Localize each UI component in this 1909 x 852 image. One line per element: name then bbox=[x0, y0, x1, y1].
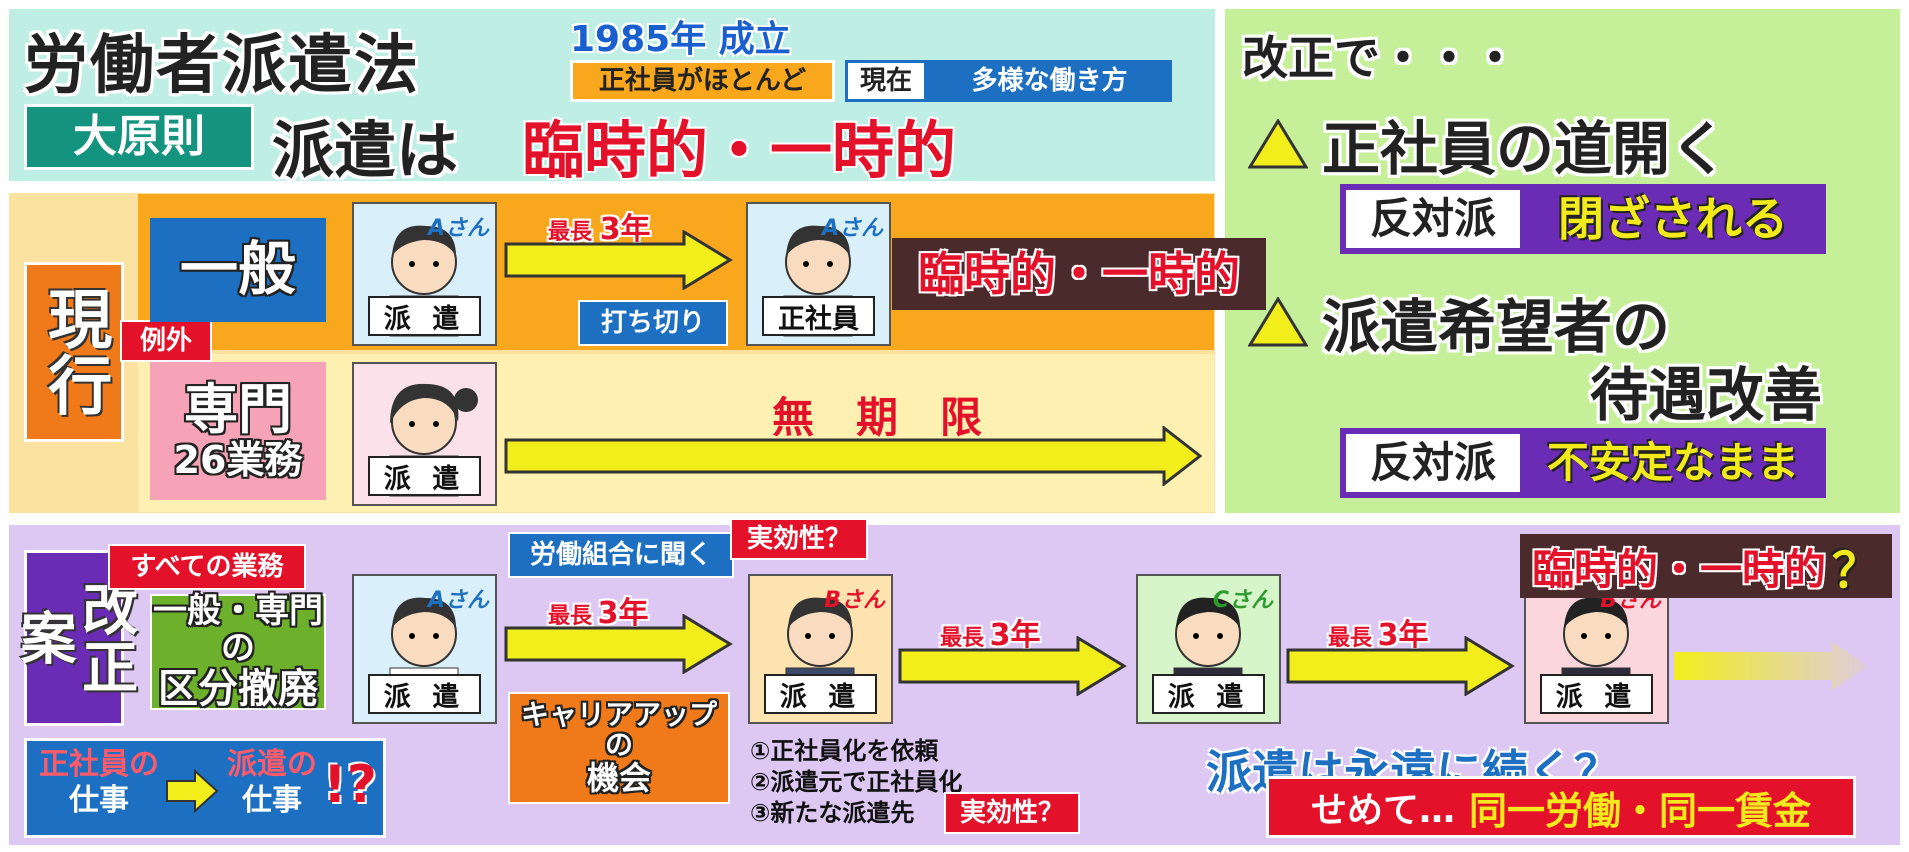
equal-pay-banner: せめて… 同一労働・同一賃金 bbox=[1266, 776, 1856, 838]
equal-pay-label: 同一労働・同一賃金 bbox=[1469, 788, 1812, 833]
shigoto-1: 仕事 bbox=[69, 783, 129, 818]
fading-arrow-icon bbox=[1674, 642, 1868, 690]
abolish-line2: 区分撤廃 bbox=[158, 666, 318, 713]
option-1: ①正社員化を依頼 bbox=[750, 737, 939, 765]
worker-tag: Aさん bbox=[821, 216, 883, 241]
max3-label-p3: 最長 3年 bbox=[1328, 618, 1429, 653]
unlimited-label: 無 期 限 bbox=[772, 393, 983, 442]
now-tag: 現在 bbox=[845, 60, 927, 102]
haken-plate: 派 遣 bbox=[764, 674, 877, 714]
principle-tag: 大原則 bbox=[24, 104, 254, 170]
effectiveness2-label: 実効性？ bbox=[944, 792, 1080, 834]
point2-line1: 派遣希望者の bbox=[1322, 293, 1671, 361]
seishain-card: Aさん 正社員 bbox=[746, 202, 891, 346]
worker-tag: Aさん bbox=[427, 216, 489, 241]
point2-line2: 待遇改善 bbox=[1590, 361, 1823, 429]
union-label: 労働組合に聞く bbox=[508, 532, 734, 578]
point2-row: 派遣希望者の bbox=[1248, 280, 1670, 364]
cutoff-label: 打ち切り bbox=[578, 300, 728, 346]
job-shift-box: 正社員の 仕事 派遣の 仕事 !? bbox=[24, 738, 386, 838]
arrow-icon bbox=[504, 230, 733, 290]
proposal-side-label: 改正案 bbox=[11, 550, 138, 726]
career-line1: キャリアアップの bbox=[520, 697, 717, 762]
haken-plate: 派 遣 bbox=[368, 456, 481, 496]
exq: !? bbox=[323, 755, 377, 815]
options-list: ①正社員化を依頼 ②派遣元で正社員化 ③新たな派遣先 bbox=[750, 736, 962, 830]
worker-a-card: Aさん 派 遣 bbox=[352, 202, 497, 346]
max3-label-p1: 最長 3年 bbox=[548, 596, 649, 631]
to-job: 派遣の 仕事 bbox=[227, 747, 317, 819]
worker-special-card: 派 遣 bbox=[352, 362, 497, 506]
principle-text: 派遣は bbox=[272, 114, 459, 187]
from-job: 正社員の 仕事 bbox=[39, 747, 159, 819]
then-label: 正社員がほとんど bbox=[570, 60, 835, 102]
abolish-box: 一般・専門の 区分撤廃 bbox=[150, 590, 326, 713]
point1-text: 正社員の道開く bbox=[1322, 115, 1729, 183]
triangle-icon bbox=[1248, 297, 1308, 347]
triangle-icon bbox=[1248, 119, 1308, 169]
seishain-no: 正社員の bbox=[39, 747, 159, 782]
reform-title: 改正で・・・ bbox=[1242, 31, 1518, 85]
seishain-plate: 正社員 bbox=[762, 296, 875, 336]
all-jobs-tag: すべての業務 bbox=[108, 544, 306, 590]
haken-plate: 派 遣 bbox=[368, 296, 481, 336]
arrow-icon bbox=[504, 426, 1203, 486]
temp-question-label: 臨時的・一時的 bbox=[1531, 544, 1826, 594]
option-2: ②派遣元で正社員化 bbox=[750, 768, 963, 797]
worker-c-card: Cさん 派 遣 bbox=[1136, 574, 1281, 724]
worker-tag: Bさん bbox=[824, 588, 885, 613]
oppose1-row: 反対派 閉ざされる bbox=[1340, 184, 1826, 254]
haken-no: 派遣の bbox=[227, 747, 317, 782]
point1-row: 正社員の道開く bbox=[1248, 102, 1728, 186]
principle-red: 臨時的・一時的 bbox=[522, 114, 957, 187]
oppose2-tag: 反対派 bbox=[1343, 431, 1523, 495]
arrow-icon bbox=[166, 769, 219, 813]
worker-b-card: Bさん 派 遣 bbox=[748, 574, 893, 724]
worker-tag: Aさん bbox=[427, 588, 489, 613]
exception-tag: 例外 bbox=[120, 320, 212, 362]
oppose1-text: 閉ざされる bbox=[1558, 191, 1788, 246]
at-least-label: せめて… bbox=[1310, 790, 1455, 831]
special-label-box: 専門 26業務 bbox=[150, 362, 326, 500]
option-3: ③新たな派遣先 bbox=[750, 799, 915, 828]
arrow-icon bbox=[504, 614, 733, 674]
max3-label: 最長 3年 bbox=[548, 212, 651, 247]
worker-a-card: Aさん 派 遣 bbox=[352, 574, 497, 724]
arrow-icon bbox=[1286, 636, 1515, 696]
oppose1-tag: 反対派 bbox=[1343, 187, 1523, 251]
special-sub-label: 26業務 bbox=[173, 437, 303, 482]
oppose2-text: 不安定なまま bbox=[1546, 437, 1799, 487]
now-label: 多様な働き方 bbox=[927, 60, 1172, 102]
year-label: 1985年 成立 bbox=[570, 19, 791, 60]
haken-plate: 派 遣 bbox=[1152, 674, 1265, 714]
arrow-icon bbox=[898, 636, 1127, 696]
oppose2-row: 反対派 不安定なまま bbox=[1340, 428, 1826, 498]
temp-question-box: 臨時的・一時的 ？ bbox=[1520, 534, 1892, 599]
current-side-label: 現行 bbox=[24, 262, 124, 442]
career-line2: 機会 bbox=[586, 759, 651, 798]
haken-plate: 派 遣 bbox=[1540, 674, 1653, 714]
career-box: キャリアアップの 機会 bbox=[508, 692, 730, 804]
question-mark: ？ bbox=[1832, 543, 1881, 599]
max3-label-p2: 最長 3年 bbox=[940, 618, 1041, 653]
abolish-line1: 一般・専門の bbox=[153, 590, 323, 668]
page-title: 労働者派遣法 bbox=[24, 29, 420, 103]
special-label: 専門 bbox=[184, 378, 292, 442]
shigoto-2: 仕事 bbox=[242, 783, 302, 818]
general-label: 一般 bbox=[150, 218, 326, 322]
worker-tag: Cさん bbox=[1212, 588, 1273, 613]
effectiveness1-label: 実効性？ bbox=[730, 518, 868, 560]
temporary-label: 臨時的・一時的 bbox=[892, 238, 1266, 310]
haken-plate: 派 遣 bbox=[368, 674, 481, 714]
